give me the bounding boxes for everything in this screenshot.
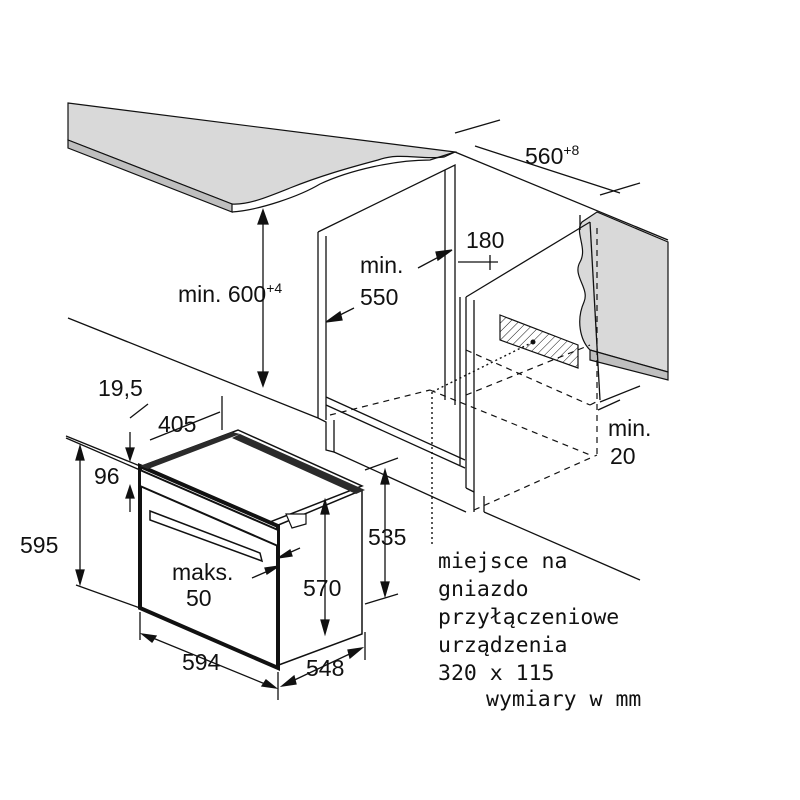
note-line3: przyłączeniowe (438, 605, 619, 630)
label-side-gap-prefix: min. (608, 415, 651, 441)
oven-handle (149, 509, 264, 563)
note-line1: miejsce na (438, 549, 567, 574)
oven-control-panel (139, 468, 279, 548)
label-inner-height: 570 (303, 575, 341, 601)
cabinet-structure (65, 151, 669, 581)
label-min-height: min. 600+4 (178, 280, 282, 307)
label-niche-depth: 550 (360, 284, 398, 310)
oven-top-trim (140, 432, 240, 469)
label-niche-width: 560+8 (525, 142, 580, 169)
label-panel-depth: 405 (158, 411, 196, 437)
label-body-height: 535 (368, 524, 406, 550)
worktop-left-break (231, 151, 456, 213)
label-handle-prefix: maks. (172, 559, 233, 585)
label-body-depth: 548 (306, 655, 344, 681)
worktop-right (577, 211, 669, 381)
socket-leader (431, 341, 534, 545)
dimension-lines (65, 119, 641, 700)
oven (138, 429, 365, 672)
worktop-right-edge (589, 349, 669, 381)
socket-area (499, 314, 579, 369)
note-socket-size: 320 x 115 (438, 661, 555, 686)
label-total-width: 594 (182, 649, 221, 675)
labels: 560+8 180 min. 600+4 min. 550 min. 20 19… (20, 142, 651, 712)
label-niche-depth-prefix: min. (360, 252, 403, 278)
label-total-height: 595 (20, 532, 58, 558)
worktop-left (67, 102, 458, 213)
worktop-left-top (67, 102, 458, 205)
note-line4: urządzenia (438, 633, 567, 658)
label-handle-depth: 50 (186, 585, 212, 611)
label-control-height: 96 (94, 463, 120, 489)
note-units: wymiary w mm (486, 687, 641, 712)
label-frame-thickness: 19,5 (98, 375, 143, 401)
worktop-right-top (577, 211, 669, 373)
label-vent-depth: 180 (466, 227, 504, 253)
note-line2: gniazdo (438, 577, 529, 602)
label-side-gap: 20 (610, 443, 636, 469)
